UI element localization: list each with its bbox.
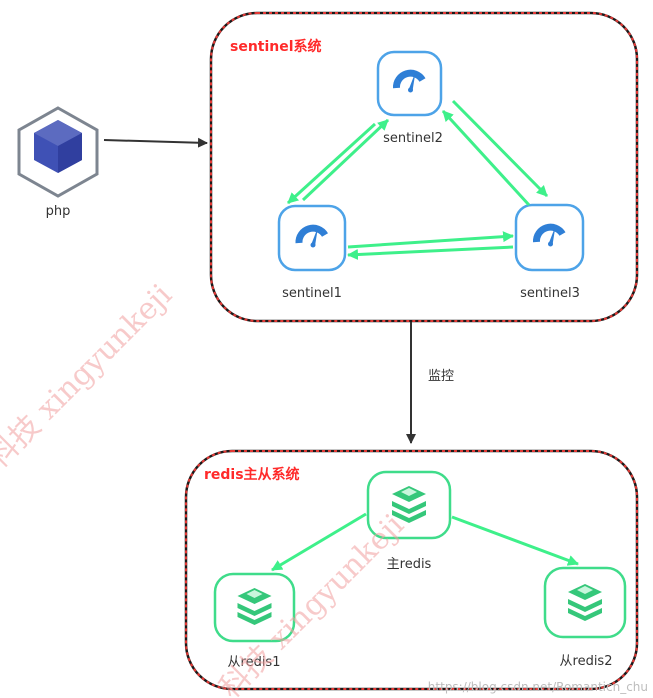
- sentinel2-node: sentinel2: [376, 50, 443, 146]
- slave-redis2-label: 从redis2: [560, 654, 613, 669]
- footer-credit: https://blog.csdn.net/Romanticn_chu: [428, 680, 648, 694]
- php-label: php: [46, 204, 71, 219]
- redis-group-title: redis主从系统: [204, 466, 300, 483]
- sentinel1-label: sentinel1: [282, 286, 342, 301]
- master-redis-node: 主redis: [366, 470, 452, 572]
- watermark-1: 科技 xingyunkeji: [0, 278, 179, 476]
- master-redis-label: 主redis: [387, 557, 432, 572]
- php-node: php: [17, 106, 99, 219]
- sentinel1-node: sentinel1: [277, 204, 347, 301]
- slave-redis1-label: 从redis1: [228, 655, 281, 670]
- replication-arrows: [271, 512, 579, 572]
- sentinel2-label: sentinel2: [383, 131, 443, 146]
- monitor-label: 监控: [428, 369, 454, 384]
- slave-redis1-node: 从redis1: [213, 572, 296, 670]
- sentinel-group-title: sentinel系统: [230, 38, 322, 55]
- php-to-sentinel-arrow: [103, 137, 208, 148]
- sentinel3-label: sentinel3: [520, 286, 580, 301]
- sentinel-mesh-arrows: [286, 99, 549, 261]
- sentinel3-node: sentinel3: [514, 203, 585, 301]
- slave-redis2-node: 从redis2: [543, 566, 627, 669]
